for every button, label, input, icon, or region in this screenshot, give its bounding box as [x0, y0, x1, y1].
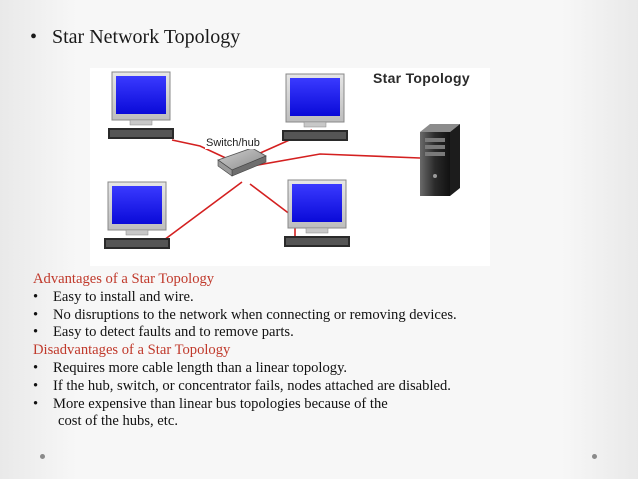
advantages-heading: Advantages of a Star Topology	[33, 271, 215, 287]
title-bullet: •	[30, 26, 38, 48]
monitor-bottom-left-icon	[104, 181, 170, 249]
disadvantage-item: Requires more cable length than a linear…	[53, 359, 348, 376]
bullet-glyph: •	[33, 359, 39, 376]
star-topology-diagram: Star Topology Switch/hub	[90, 68, 490, 266]
disadvantage-item: More expensive than linear bus topologie…	[53, 395, 388, 412]
slide-title-text: Star Network Topology	[52, 26, 241, 48]
disadvantages-heading: Disadvantages of a Star Topology	[33, 342, 231, 359]
list-item: • No disruptions to the network when conn…	[33, 307, 457, 325]
cable-to-server	[251, 153, 421, 167]
slide-title: • Star Network Topology	[30, 26, 240, 49]
hub-label: Switch/hub	[205, 137, 261, 149]
monitor-top-left-icon	[108, 71, 174, 139]
bullet-glyph: •	[33, 306, 39, 323]
bullet-glyph: •	[33, 324, 39, 341]
slide-corner-dot-right	[592, 454, 597, 459]
diagram-title: Star Topology	[373, 70, 470, 86]
list-item: • More expensive than linear bus topologi…	[33, 396, 457, 414]
network-drawing	[104, 71, 460, 249]
cable-bottom-left	[163, 181, 243, 241]
slide-corner-dot-left	[40, 454, 45, 459]
disadvantage-item-continuation: cost of the hubs, etc.	[58, 413, 178, 430]
monitor-bottom-right-icon	[284, 179, 350, 247]
bullet-glyph: •	[33, 377, 39, 394]
bullet-glyph: •	[33, 288, 39, 305]
list-item: • Requires more cable length than a linea…	[33, 360, 457, 378]
list-item: • If the hub, switch, or concentrator fai…	[33, 378, 457, 396]
monitor-top-right-icon	[282, 73, 348, 141]
slide-content: Advantages of a Star Topology • Easy to i…	[33, 271, 457, 431]
server-tower-icon	[420, 124, 460, 196]
disadvantage-item: If the hub, switch, or concentrator fail…	[53, 377, 451, 394]
cable-top-left	[171, 139, 231, 161]
advantage-item: No disruptions to the network when conne…	[53, 306, 457, 323]
switch-hub-icon	[217, 147, 267, 177]
advantage-item: Easy to detect faults and to remove part…	[53, 324, 294, 341]
list-item: • Easy to install and wire.	[33, 289, 457, 307]
list-item: • Easy to detect faults and to remove par…	[33, 324, 457, 342]
advantage-item: Easy to install and wire.	[53, 288, 194, 305]
bullet-glyph: •	[33, 395, 39, 412]
